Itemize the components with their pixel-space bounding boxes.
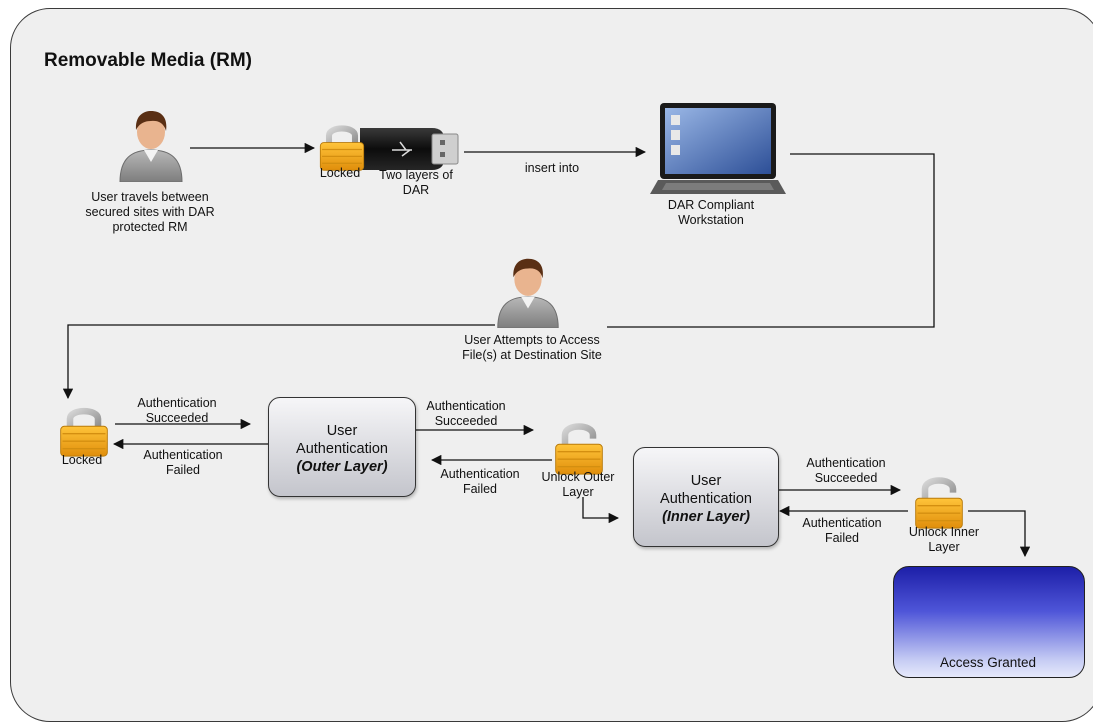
access-granted-label: Access Granted [939, 655, 1037, 670]
locked-usb-label: Locked [319, 166, 361, 180]
diagram-title: Removable Media (RM) [44, 50, 252, 71]
access-granted-box [893, 566, 1085, 678]
outer-auth-sub: (Outer Layer) [296, 459, 388, 475]
inner-auth-line2: Authentication [660, 491, 752, 507]
padlock-icon [916, 481, 963, 529]
outer-auth-box: User Authentication (Outer Layer) [268, 397, 416, 497]
arrow-user-to-locked [62, 324, 495, 400]
arrow-to-inner-auth [582, 497, 620, 524]
locked-left-label: Locked [61, 453, 103, 467]
outer-auth-line1: User [326, 423, 358, 439]
user-icon [497, 258, 559, 328]
inner-auth-box: User Authentication (Inner Layer) [633, 447, 779, 547]
insert-into-label: insert into [524, 161, 580, 175]
padlock-icon [61, 411, 108, 456]
padlock-icon [320, 128, 363, 170]
inner-auth-sub: (Inner Layer) [662, 509, 750, 525]
connector-workstation-to-user [607, 153, 935, 328]
user-icon [119, 110, 183, 182]
laptop-icon [650, 103, 786, 194]
outer-auth-line2: Authentication [296, 441, 388, 457]
usb-drive-icon [360, 128, 459, 170]
inner-auth-line1: User [690, 473, 722, 489]
arrow-to-access-granted [968, 510, 1031, 558]
padlock-icon [556, 427, 603, 475]
